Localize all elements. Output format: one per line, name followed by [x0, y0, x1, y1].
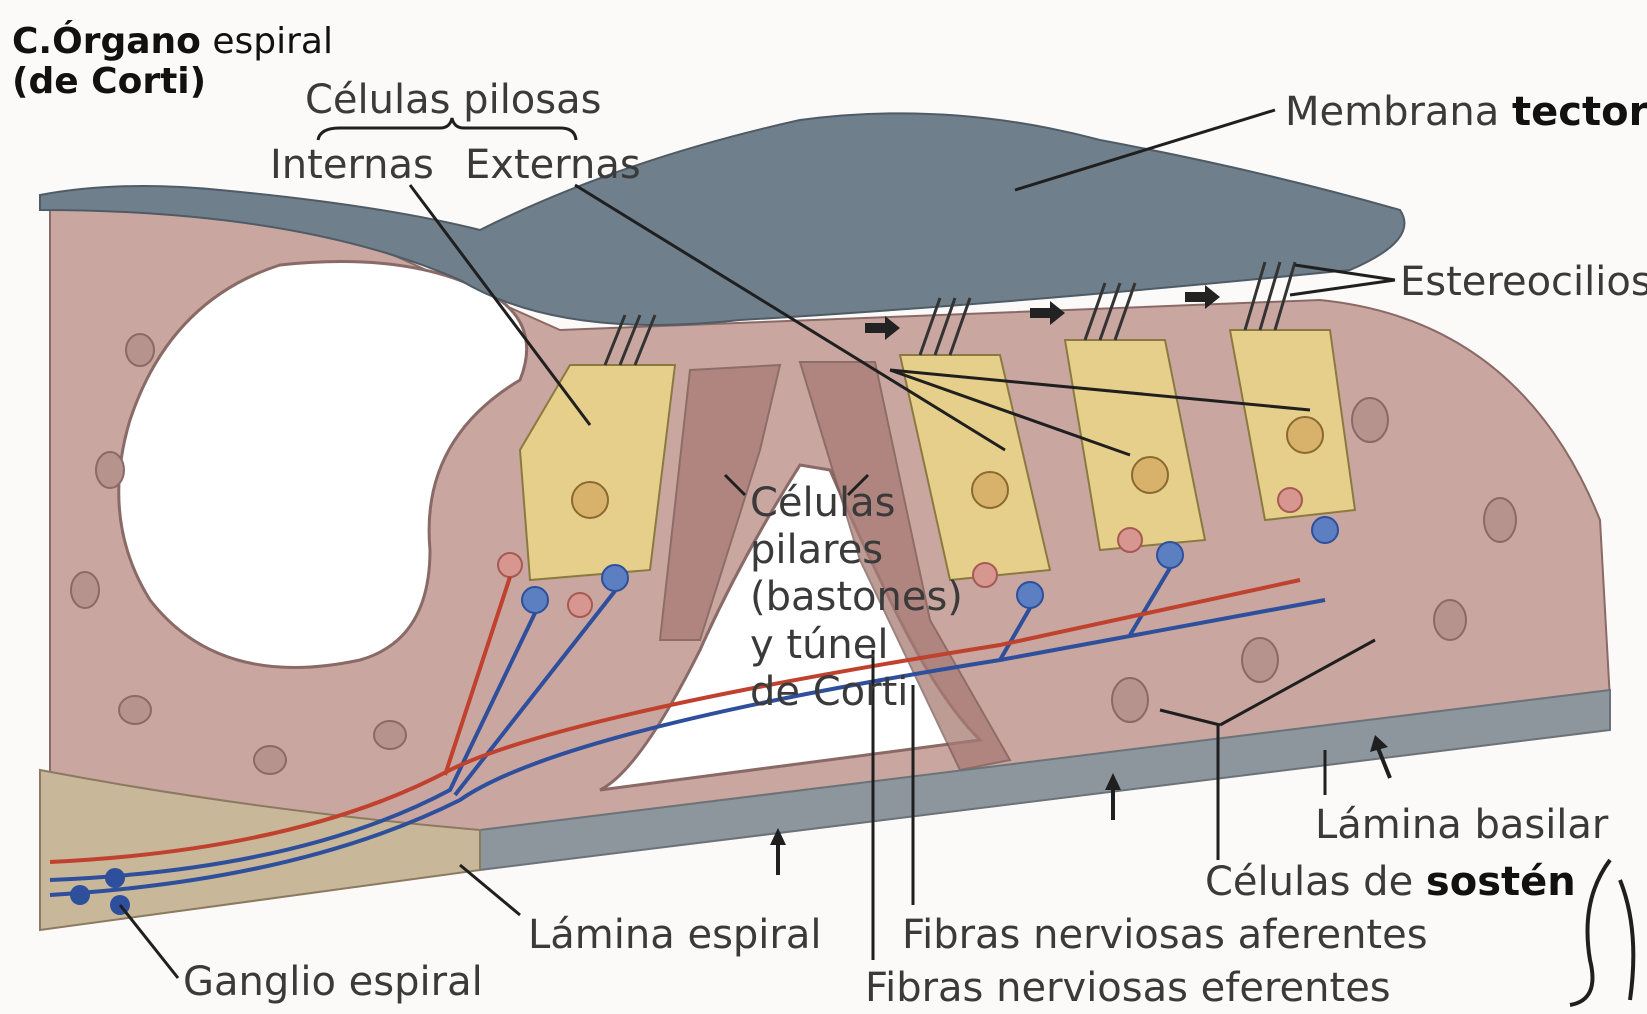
label-fibras-aferentes: Fibras nerviosas aferentes	[902, 915, 1428, 955]
label-celulas-pilares: Células pilares (bastones) y túnel de Co…	[750, 480, 963, 716]
label-pilares-line3: (bastones)	[750, 574, 963, 620]
leader-lamina-espiral	[460, 865, 520, 915]
label-membrana: Membrana	[1285, 89, 1499, 135]
label-lamina-espiral: Lámina espiral	[528, 915, 821, 955]
label-pilares-line1: Células	[750, 480, 895, 526]
title-line2: (de Corti)	[12, 61, 206, 102]
artist-signature	[1570, 860, 1633, 1005]
leader-estereocilios-2	[1290, 280, 1395, 295]
label-estereocilios: Estereocilios	[1400, 262, 1647, 302]
label-fibras-eferentes: Fibras nerviosas eferentes	[865, 968, 1391, 1008]
label-celulas-de: Células de	[1205, 859, 1413, 905]
label-membrana-tectoria: Membrana tectoria	[1285, 92, 1647, 132]
label-celulas-de-sosten: Células de sostén	[1205, 862, 1576, 902]
figure-title: C.Órgano espiral (de Corti)	[12, 22, 333, 101]
label-sosten: sostén	[1426, 859, 1576, 905]
label-pilares-line2: pilares	[750, 527, 883, 573]
label-pilares-line5: de Corti	[750, 669, 908, 715]
label-lamina-basilar: Lámina basilar	[1315, 805, 1608, 845]
title-bold: C.Órgano	[12, 21, 201, 62]
label-externas: Externas	[465, 145, 641, 185]
label-ganglio-espiral: Ganglio espiral	[183, 962, 483, 1002]
label-pilares-line4: y túnel	[750, 622, 889, 668]
label-celulas-pilosas: Células pilosas	[305, 80, 601, 120]
label-tectoria: tectoria	[1512, 89, 1647, 135]
label-internas: Internas	[270, 145, 434, 185]
title-rest: espiral	[201, 21, 333, 62]
